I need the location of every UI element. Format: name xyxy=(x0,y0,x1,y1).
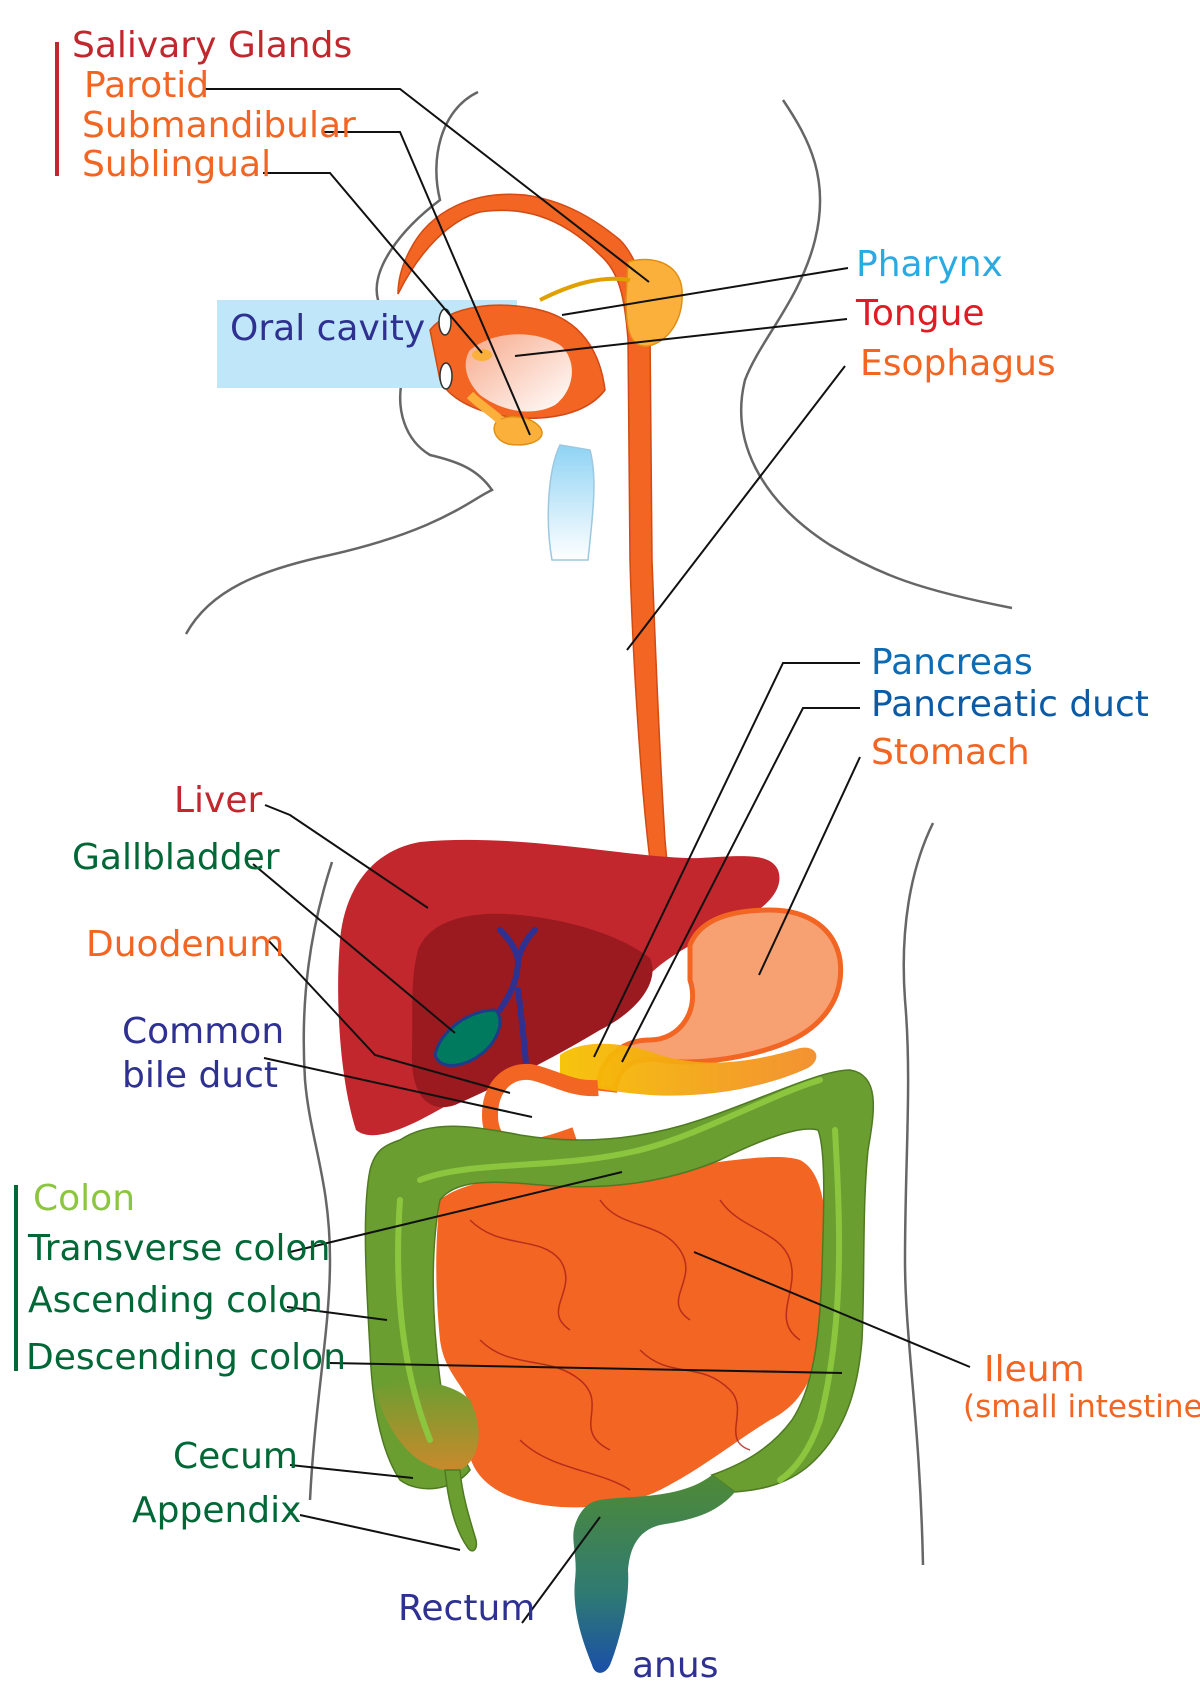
label-gallbladder: Gallbladder xyxy=(72,837,280,878)
bile-duct-shape xyxy=(497,927,538,1078)
colon-taenia xyxy=(395,1077,843,1483)
gallbladder-shape xyxy=(433,1008,502,1067)
trachea xyxy=(547,444,595,561)
label-colon: Colon xyxy=(33,1178,136,1219)
label-parotid: Parotid xyxy=(84,65,210,106)
lower-tooth xyxy=(439,362,453,390)
label-pharynx: Pharynx xyxy=(856,244,1003,285)
label-salivary-glands: Salivary Glands xyxy=(72,25,353,66)
label-common-bile-duct-line1: Common xyxy=(122,1011,285,1052)
label-transverse-colon: Transverse colon xyxy=(28,1228,331,1269)
salivary-glands-bracket xyxy=(55,42,59,176)
label-submandibular: Submandibular xyxy=(82,105,356,146)
label-ascending-colon: Ascending colon xyxy=(28,1280,323,1321)
label-pancreas: Pancreas xyxy=(871,642,1033,683)
intestine-folds xyxy=(469,1199,801,1491)
leader-lines xyxy=(205,88,971,1624)
label-duodenum: Duodenum xyxy=(86,924,285,965)
stomach-shape xyxy=(595,907,844,1093)
label-ileum-sub: (small intestine) xyxy=(963,1389,1200,1425)
label-stomach: Stomach xyxy=(871,732,1030,773)
appendix-shape xyxy=(444,1469,478,1552)
label-sublingual: Sublingual xyxy=(82,144,272,185)
label-cecum: Cecum xyxy=(173,1436,298,1477)
label-common-bile-duct-line2: bile duct xyxy=(122,1055,279,1096)
label-appendix: Appendix xyxy=(132,1490,302,1531)
sublingual-gland xyxy=(466,391,504,424)
parotid-duct xyxy=(539,276,631,302)
label-tongue: Tongue xyxy=(856,293,985,334)
label-ileum: Ileum xyxy=(984,1349,1085,1390)
colon-shape xyxy=(364,1069,875,1493)
label-oral-cavity: Oral cavity xyxy=(230,308,426,349)
label-pancreatic-duct: Pancreatic duct xyxy=(871,684,1149,725)
parotid-gland xyxy=(625,258,683,347)
label-rectum: Rectum xyxy=(398,1588,536,1629)
rectum-shape xyxy=(573,1475,735,1673)
label-liver: Liver xyxy=(174,780,263,821)
label-anus: anus xyxy=(632,1645,719,1686)
submandibular-gland xyxy=(493,416,543,446)
label-descending-colon: Descending colon xyxy=(26,1337,347,1378)
sublingual-gland-small xyxy=(472,349,492,361)
label-esophagus: Esophagus xyxy=(860,343,1056,384)
colon-bracket xyxy=(14,1185,18,1371)
